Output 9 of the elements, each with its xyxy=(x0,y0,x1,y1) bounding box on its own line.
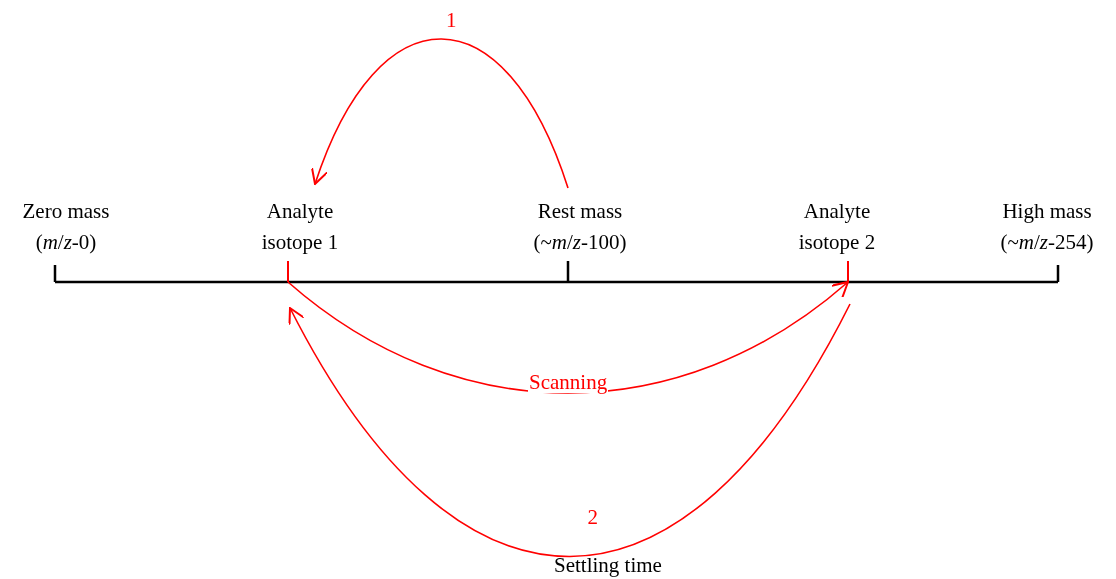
axis-tick-label: Rest mass (~m/z-100) xyxy=(515,196,645,282)
curved-arrow xyxy=(311,38,569,189)
annotation-text: Settling time xyxy=(554,554,662,576)
axis-tick-label: Zero mass (m/z-0) xyxy=(6,196,126,282)
curved-arrow xyxy=(287,281,849,394)
axis-tick-label: Analyte isotope 1 xyxy=(245,196,355,282)
curved-arrow xyxy=(289,303,851,558)
axis-tick-label: Analyte isotope 2 xyxy=(782,196,892,282)
axis-tick-label: High mass (~m/z-254) xyxy=(982,196,1112,282)
